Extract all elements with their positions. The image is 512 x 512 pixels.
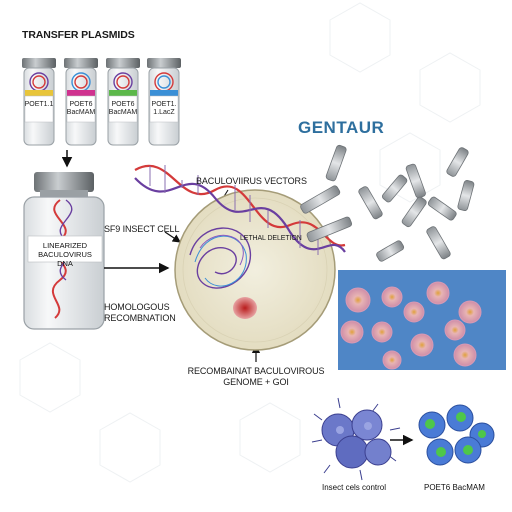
linearized-dna-label: LINEARIZED BACULOVIRUS DNA <box>38 241 92 268</box>
vial-label-4: POET1. 1.LacZ <box>151 101 177 116</box>
poet6-bacmam-caption: POET6 BacMAM <box>424 483 485 492</box>
homologous-recombination-label: HOMOLOGOUS RECOMBNATION <box>104 302 176 323</box>
insect-cells-control-image <box>311 397 401 481</box>
vial-label-1: POET1.1 <box>24 101 54 108</box>
background-hex-pattern <box>19 2 481 483</box>
transfer-plasmids-title: TRANSFER PLASMIDS <box>22 29 135 41</box>
vial-label-3: POET6 BacMAM <box>108 101 138 116</box>
sf9-insect-cell <box>174 189 336 351</box>
vial-label-2: POET6 BacMAM <box>66 101 96 116</box>
plasmid-vial-3 <box>106 58 140 146</box>
plasmid-vial-2 <box>64 58 98 146</box>
brand-logo: GENTAUR <box>298 118 385 137</box>
plasmid-vial-4 <box>147 58 181 146</box>
baculovirus-rods <box>300 144 475 262</box>
poet6-bacmam-image <box>418 404 495 466</box>
baculovirus-vectors-label: BACULOVIIRUS VECTORS <box>196 176 307 186</box>
linearized-dna-vial <box>23 172 105 330</box>
sf9-pointer <box>164 231 181 243</box>
insect-cells-control-caption: Insect cels control <box>322 483 387 492</box>
sf9-insect-cell-label: Sf9 INSECT CELL <box>104 224 180 234</box>
recombinant-genome-label: RECOMBAINAT BACULOVIROUS GENOME + GOI <box>187 366 325 387</box>
plasmid-vial-1 <box>22 58 56 146</box>
lethal-deletion-label: LETHAL DELETION <box>240 235 302 242</box>
infected-cell-micrograph <box>338 270 506 370</box>
